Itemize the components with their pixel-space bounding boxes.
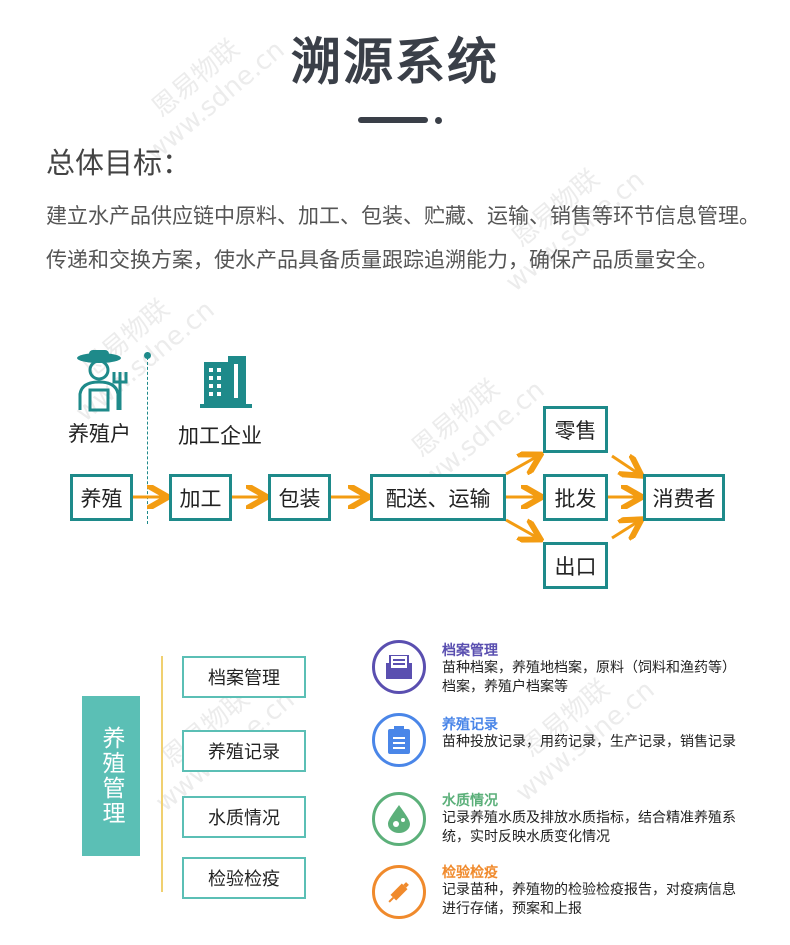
inbox-icon [372, 640, 426, 694]
building-icon [200, 356, 252, 408]
title-underline [358, 117, 428, 123]
mgmt-box-water: 水质情况 [182, 796, 306, 838]
step-packaging: 包装 [268, 474, 331, 521]
item-text: 苗种投放记录，用药记录，生产记录，销售记录 [442, 734, 736, 750]
mgmt-box-records: 养殖记录 [182, 730, 306, 772]
management-title: 养殖管理 [82, 696, 140, 856]
step-retail: 零售 [543, 406, 608, 453]
goal-text: 建立水产品供应链中原料、加工、包装、贮藏、运输、销售等环节信息管理。传递和交换方… [46, 204, 760, 272]
mgmt-box-archives: 档案管理 [182, 656, 306, 698]
flow-arrows [133, 0, 790, 600]
item-heading: 养殖记录 [442, 717, 498, 733]
step-wholesale: 批发 [543, 474, 608, 521]
item-text: 记录苗种，养殖物的检验检疫报告，对疫病信息进行存储，预案和上报 [442, 882, 736, 917]
step-delivery: 配送、运输 [370, 474, 506, 521]
mgmt-box-inspection: 检验检疫 [182, 857, 306, 899]
farmer-icon [77, 350, 128, 412]
step-farming: 养殖 [70, 474, 133, 521]
item-text: 记录养殖水质及排放水质指标，结合精准养殖系统，实时反映水质变化情况 [442, 810, 736, 845]
bracket-line [161, 656, 163, 892]
syringe-icon [372, 865, 426, 919]
divider-dot [144, 352, 151, 359]
title-dot [435, 117, 442, 124]
item-heading: 检验检疫 [442, 865, 498, 881]
step-consumer: 消费者 [643, 474, 725, 521]
divider-line [147, 352, 148, 524]
step-export: 出口 [543, 542, 608, 589]
step-processing: 加工 [169, 474, 232, 521]
page-title: 溯源系统 [291, 33, 499, 91]
item-heading: 水质情况 [442, 793, 498, 809]
goal-heading: 总体目标： [46, 146, 192, 180]
clipboard-icon [372, 713, 426, 767]
actor-farmer: 养殖户 [68, 422, 131, 446]
item-heading: 档案管理 [442, 643, 498, 659]
water-drop-icon [372, 792, 426, 846]
item-text: 苗种档案，养殖地档案，原料（饲料和渔药等）档案，养殖户档案等 [442, 660, 736, 695]
actor-processor: 加工企业 [178, 424, 262, 448]
